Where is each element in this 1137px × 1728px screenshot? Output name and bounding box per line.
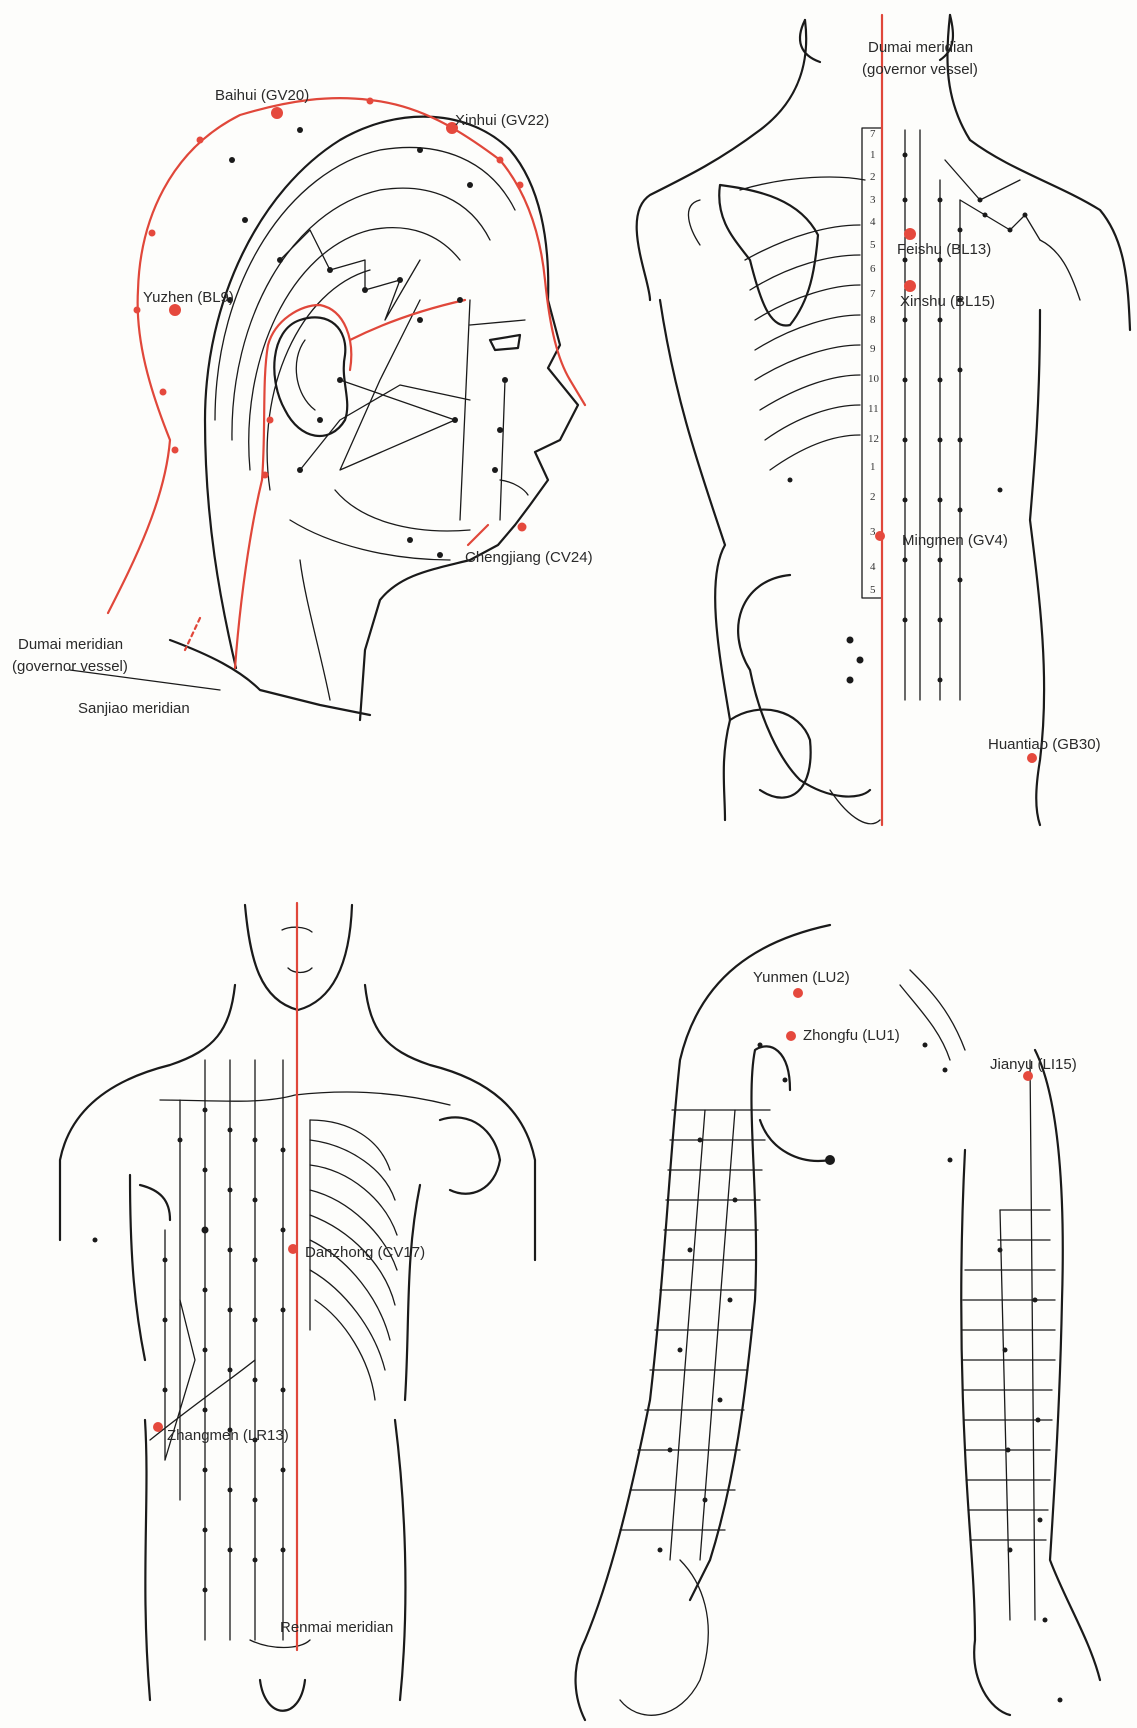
head-panel: Baihui (GV20) Xinhui (GV22) Yuzhen (BL9)… bbox=[12, 87, 593, 720]
head-face-outline bbox=[205, 117, 578, 720]
svg-text:5: 5 bbox=[870, 239, 876, 251]
svg-text:7: 7 bbox=[870, 128, 876, 140]
label-huantiao: Huantiao (GB30) bbox=[988, 736, 1101, 753]
back-torso-left bbox=[660, 300, 730, 820]
arm-left-inner bbox=[690, 1046, 790, 1600]
front-head bbox=[245, 905, 352, 1010]
svg-text:1: 1 bbox=[870, 149, 876, 161]
arm-right-outer bbox=[1035, 1050, 1100, 1680]
label-xinshu: Xinshu (BL15) bbox=[900, 293, 995, 310]
svg-text:7: 7 bbox=[870, 288, 876, 300]
svg-text:11: 11 bbox=[868, 403, 879, 415]
label-jianyu: Jianyu (LI15) bbox=[990, 1056, 1077, 1073]
scapula bbox=[719, 185, 818, 326]
front-meridian-lines bbox=[150, 1060, 283, 1640]
svg-text:9: 9 bbox=[870, 343, 876, 355]
label-mingmen: Mingmen (GV4) bbox=[902, 532, 1008, 549]
svg-text:5: 5 bbox=[870, 584, 876, 596]
label-sanjiao: Sanjiao meridian bbox=[78, 700, 190, 717]
point-chengjiang bbox=[518, 523, 527, 532]
arm-left-grid bbox=[620, 1110, 770, 1560]
label-back-dumai-2: (governor vessel) bbox=[862, 61, 978, 78]
arms-black-dots bbox=[658, 1043, 1063, 1703]
point-danzhong bbox=[288, 1244, 298, 1254]
label-yuzhen: Yuzhen (BL9) bbox=[143, 289, 234, 306]
label-renmai: Renmai meridian bbox=[280, 1619, 393, 1636]
front-torso-left bbox=[60, 985, 235, 1240]
label-head-dumai-2: (governor vessel) bbox=[12, 658, 128, 675]
svg-text:10: 10 bbox=[868, 373, 880, 385]
arms-panel: Yunmen (LU2) Zhongfu (LU1) Jianyu (LI15) bbox=[576, 925, 1100, 1720]
point-yunmen bbox=[793, 988, 803, 998]
ear bbox=[274, 317, 347, 436]
front-torso-right bbox=[365, 985, 535, 1260]
point-zhangmen bbox=[153, 1422, 163, 1432]
sanjiao-meridian-line bbox=[185, 618, 200, 650]
svg-text:6: 6 bbox=[870, 263, 876, 275]
label-yunmen: Yunmen (LU2) bbox=[753, 969, 850, 986]
point-mingmen bbox=[875, 531, 885, 541]
svg-text:2: 2 bbox=[870, 171, 876, 183]
point-baihui bbox=[271, 107, 283, 119]
svg-text:1: 1 bbox=[870, 461, 876, 473]
point-huantiao bbox=[1027, 753, 1037, 763]
label-xinhui: Xinhui (GV22) bbox=[455, 112, 549, 129]
label-head-dumai-1: Dumai meridian bbox=[18, 636, 123, 653]
pelvis bbox=[738, 575, 870, 797]
back-panel: 7 1 2 3 4 5 6 7 8 9 10 11 12 1 2 3 4 5 bbox=[637, 15, 1130, 825]
back-meridian-lines bbox=[905, 130, 1080, 700]
point-zhongfu bbox=[786, 1031, 796, 1041]
label-baihui: Baihui (GV20) bbox=[215, 87, 309, 104]
head-dumai-meridian bbox=[108, 98, 585, 613]
label-zhongfu: Zhongfu (LU1) bbox=[803, 1027, 900, 1044]
label-back-dumai-1: Dumai meridian bbox=[868, 39, 973, 56]
label-zhangmen: Zhangmen (LR13) bbox=[167, 1427, 289, 1444]
svg-text:2: 2 bbox=[870, 491, 876, 503]
svg-text:8: 8 bbox=[870, 314, 876, 326]
svg-text:4: 4 bbox=[870, 216, 876, 228]
arm-right-inner bbox=[961, 1150, 1010, 1715]
back-neck-left bbox=[637, 20, 807, 300]
label-feishu: Feishu (BL13) bbox=[897, 241, 991, 258]
back-vertebra-numbers: 7 1 2 3 4 5 6 7 8 9 10 11 12 1 2 3 4 5 bbox=[868, 128, 880, 596]
svg-text:4: 4 bbox=[870, 561, 876, 573]
point-feishu bbox=[904, 228, 916, 240]
label-danzhong: Danzhong (CV17) bbox=[305, 1244, 425, 1261]
head-neck-back bbox=[170, 640, 370, 715]
head-meridian-inner bbox=[235, 305, 351, 668]
point-xinshu bbox=[904, 280, 916, 292]
back-ribs bbox=[740, 177, 865, 470]
front-black-dots bbox=[93, 1108, 286, 1593]
front-panel: Danzhong (CV17) Zhangmen (LR13) Renmai m… bbox=[60, 903, 535, 1711]
svg-text:12: 12 bbox=[868, 433, 879, 445]
arm-right-grid bbox=[963, 1060, 1055, 1620]
arm-left-outer bbox=[576, 925, 830, 1720]
label-chengjiang: Chengjiang (CV24) bbox=[465, 549, 593, 566]
svg-text:3: 3 bbox=[870, 194, 876, 206]
